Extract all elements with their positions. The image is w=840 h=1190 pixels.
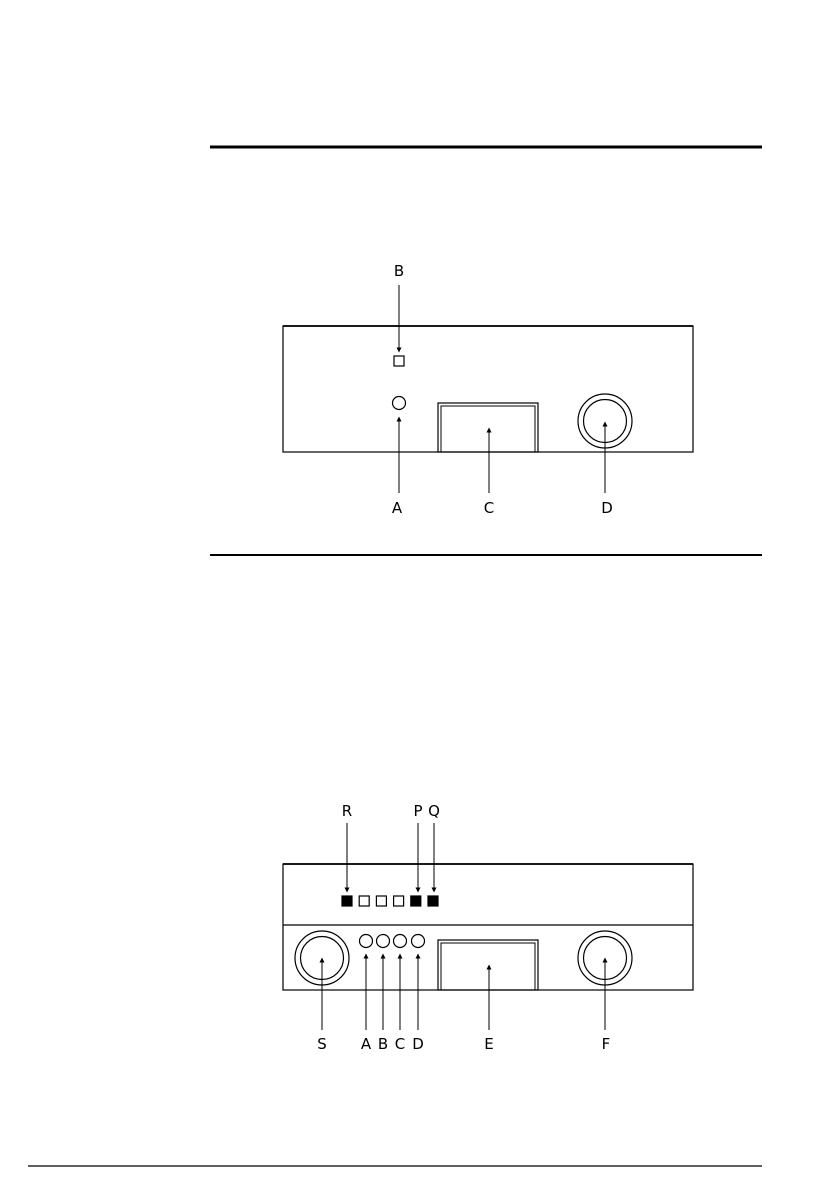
display-window-e-outer bbox=[438, 940, 538, 990]
display-window-c-outer bbox=[438, 403, 538, 452]
figure-1-label-a: A bbox=[392, 499, 403, 517]
figure-2-label-s: S bbox=[317, 1035, 327, 1053]
figure-2-label-e: E bbox=[484, 1035, 493, 1053]
indicator-square-2 bbox=[359, 896, 369, 906]
figure-1-label-b: B bbox=[394, 262, 404, 280]
indicator-square-3 bbox=[376, 896, 386, 906]
indicator-square-b bbox=[394, 356, 404, 366]
indicator-square-6 bbox=[428, 896, 438, 906]
figure-2-label-p: P bbox=[413, 802, 422, 820]
led-a bbox=[393, 397, 406, 410]
figure-2-label-a: A bbox=[361, 1035, 372, 1053]
indicator-square-1 bbox=[342, 896, 352, 906]
figure-1-front-panel-diagram: B A C D bbox=[283, 262, 693, 517]
led-a bbox=[360, 935, 373, 948]
display-window-e-inner bbox=[441, 943, 535, 990]
led-b bbox=[377, 935, 390, 948]
figure-2-label-f: F bbox=[602, 1035, 611, 1053]
figure-2-label-c: C bbox=[395, 1035, 405, 1053]
figure-2-label-q: Q bbox=[428, 802, 440, 820]
led-c bbox=[394, 935, 407, 948]
figure-1-label-c: C bbox=[484, 499, 494, 517]
led-d bbox=[412, 935, 425, 948]
indicator-square-row bbox=[342, 896, 438, 906]
panel-1-outline bbox=[283, 326, 693, 452]
indicator-square-5 bbox=[411, 896, 421, 906]
figure-2-front-panel-diagram: R P Q S A B C D E F bbox=[283, 802, 693, 1053]
indicator-square-4 bbox=[394, 896, 404, 906]
figure-1-label-d: D bbox=[601, 499, 613, 517]
figure-2-label-d: D bbox=[412, 1035, 424, 1053]
panel-2-outline bbox=[283, 864, 693, 990]
display-window-c-inner bbox=[441, 406, 535, 452]
figure-2-label-r: R bbox=[342, 802, 352, 820]
figure-2-label-b: B bbox=[378, 1035, 388, 1053]
